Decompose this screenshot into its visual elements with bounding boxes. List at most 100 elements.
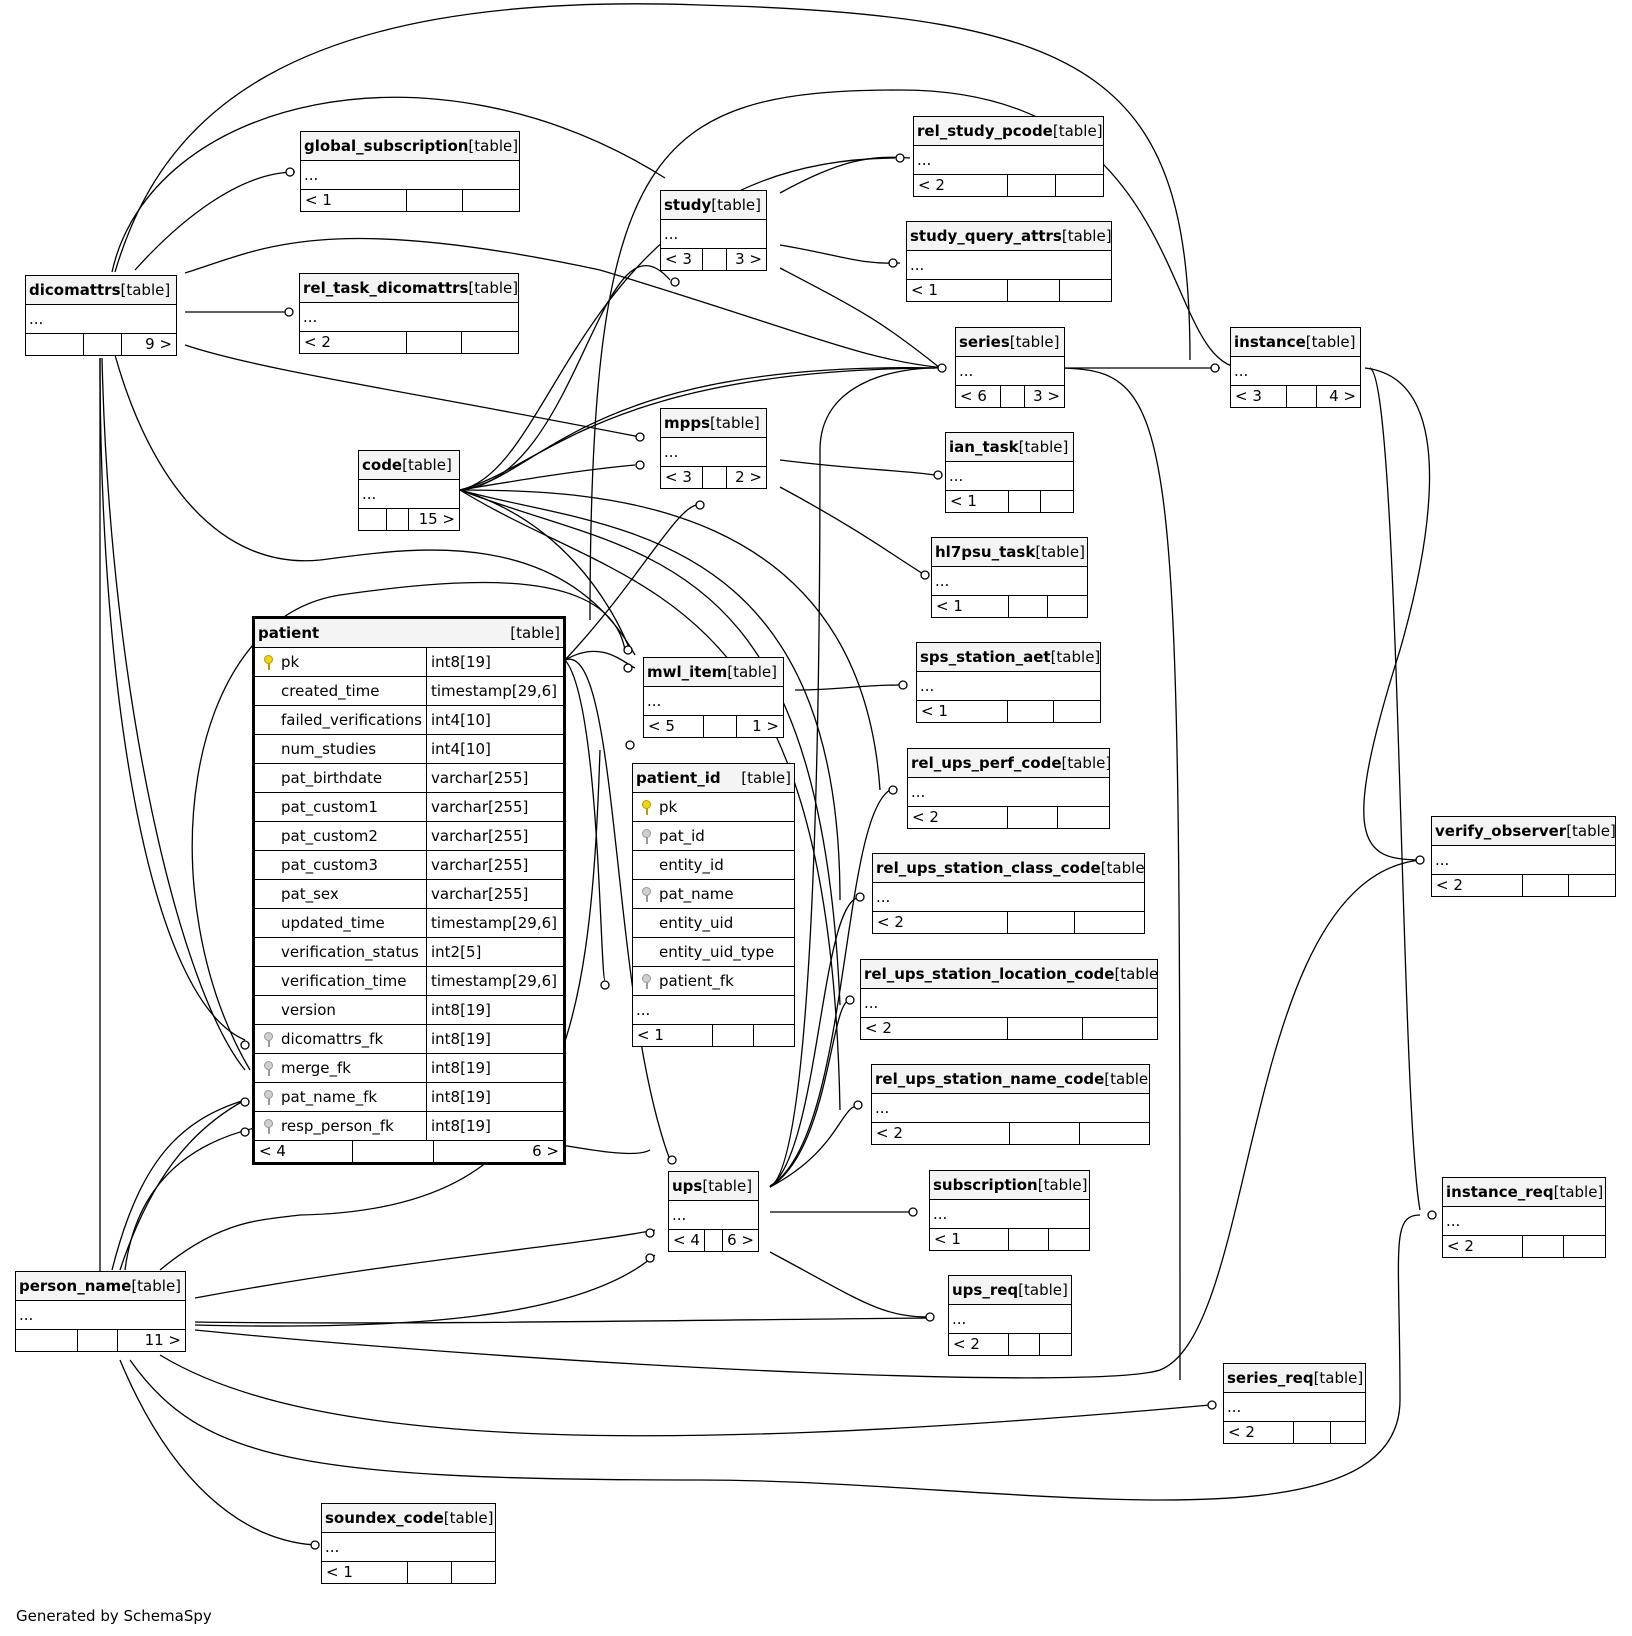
table-code[interactable]: code[table] ... 15 >	[358, 450, 460, 531]
table-header: rel_task_dicomattrs[table]	[300, 274, 518, 303]
column-name-text: verification_status	[281, 943, 419, 961]
table-name: patient_id	[636, 769, 721, 787]
table-header: rel_study_pcode[table]	[914, 117, 1103, 146]
column-name-text: pat_name_fk	[281, 1088, 378, 1106]
footer-mid	[1008, 175, 1056, 196]
footer-right	[1054, 701, 1100, 722]
column-type: varchar[255]	[431, 798, 529, 816]
table-tag: [table]	[468, 137, 519, 155]
table-footer: < 2	[1432, 875, 1615, 896]
table-rel-ups-station-name-code[interactable]: rel_ups_station_name_code[table] ... < 2	[871, 1064, 1150, 1145]
table-header: series[table]	[956, 328, 1064, 357]
table-rel-ups-perf-code[interactable]: rel_ups_perf_code[table] ... < 2	[907, 748, 1110, 829]
table-tag: [table]	[1050, 648, 1100, 666]
column-type: int8[19]	[431, 1088, 491, 1106]
foreign-key-icon	[642, 829, 651, 844]
table-ian-task[interactable]: ian_task[table] ... < 1	[945, 432, 1074, 513]
table-rel-ups-station-location-code[interactable]: rel_ups_station_location_code[table] ...…	[860, 959, 1158, 1040]
table-global-subscription[interactable]: global_subscription[table] ... < 1	[300, 131, 520, 212]
table-footer: < 2	[1224, 1422, 1365, 1443]
table-row: ...	[300, 303, 518, 332]
column-row: pat_name	[633, 880, 794, 909]
table-name: ian_task	[949, 438, 1019, 456]
table-instance-req[interactable]: instance_req[table] ... < 2	[1442, 1177, 1606, 1258]
table-rel-ups-station-class-code[interactable]: rel_ups_station_class_code[table] ... < …	[872, 853, 1145, 934]
table-study-query-attrs[interactable]: study_query_attrs[table] ... < 1	[906, 221, 1112, 302]
column-name-text: pat_name	[659, 885, 734, 903]
footer-right	[1080, 1123, 1149, 1144]
table-ups-req[interactable]: ups_req[table] ... < 2	[948, 1275, 1072, 1356]
table-row: ...	[661, 220, 766, 249]
footer-mid	[84, 334, 122, 355]
column-row: pat_name_fk int8[19]	[255, 1083, 563, 1112]
table-rel-task-dicomattrs[interactable]: rel_task_dicomattrs[table] ... < 2	[299, 273, 519, 354]
footer-left: < 2	[1224, 1422, 1294, 1443]
column-name: num_studies	[255, 735, 427, 763]
table-row: ...	[1231, 357, 1360, 386]
footer-right	[754, 1025, 794, 1046]
table-row: ...	[16, 1301, 185, 1330]
column-name: dicomattrs_fk	[255, 1025, 427, 1053]
column-type: int8[19]	[431, 653, 491, 671]
table-header: ian_task[table]	[946, 433, 1073, 462]
footer-right	[1569, 875, 1615, 896]
table-footer: 11 >	[16, 1330, 185, 1351]
table-dicomattrs[interactable]: dicomattrs[table] ... 9 >	[25, 275, 177, 356]
table-footer: < 2	[872, 1123, 1149, 1144]
table-tag: [table]	[1114, 965, 1157, 983]
footer-left: < 1	[946, 491, 1009, 512]
table-row: ...	[956, 357, 1064, 386]
table-series-req[interactable]: series_req[table] ... < 2	[1223, 1363, 1366, 1444]
footer-left: < 1	[633, 1025, 713, 1046]
footer-mid	[1008, 701, 1054, 722]
table-name: rel_ups_perf_code	[911, 754, 1062, 772]
table-soundex-code[interactable]: soundex_code[table] ... < 1	[321, 1503, 496, 1584]
table-name: patient	[258, 624, 320, 642]
table-person-name[interactable]: person_name[table] ... 11 >	[15, 1271, 186, 1352]
footer-mid	[703, 467, 727, 488]
table-tag: [table]	[1061, 754, 1110, 772]
column-name: merge_fk	[255, 1054, 427, 1082]
table-name: rel_ups_station_location_code	[864, 965, 1115, 983]
table-tag: [table]	[443, 1509, 494, 1527]
table-tag: [table]	[1018, 1281, 1068, 1299]
table-rel-study-pcode[interactable]: rel_study_pcode[table] ... < 2	[913, 116, 1104, 197]
column-name-text: dicomattrs_fk	[281, 1030, 384, 1048]
table-tag: [table]	[1035, 543, 1086, 561]
footer-left: < 2	[1443, 1236, 1523, 1257]
footer-right	[462, 332, 518, 353]
table-header: dicomattrs[table]	[26, 276, 176, 305]
table-tag: [table]	[1009, 333, 1060, 351]
table-name: verify_observer	[1435, 822, 1567, 840]
table-verify-observer[interactable]: verify_observer[table] ... < 2	[1431, 816, 1616, 897]
table-header: series_req[table]	[1224, 1364, 1365, 1393]
footer-mid	[1010, 1123, 1080, 1144]
footer-right: 11 >	[144, 1331, 181, 1349]
table-footer: 9 >	[26, 334, 176, 355]
footer-mid	[705, 1230, 723, 1251]
column-type: varchar[255]	[431, 885, 529, 903]
footer-left: < 1	[932, 596, 1009, 617]
column-type: int4[10]	[431, 740, 491, 758]
column-name-text: entity_uid_type	[659, 943, 775, 961]
table-header: rel_ups_station_class_code[table]	[873, 854, 1144, 883]
table-sps-station-aet[interactable]: sps_station_aet[table] ... < 1	[916, 642, 1101, 723]
footer-mid	[353, 1141, 434, 1162]
table-hl7psu-task[interactable]: hl7psu_task[table] ... < 1	[931, 537, 1088, 618]
table-subscription[interactable]: subscription[table] ... < 1	[929, 1170, 1090, 1251]
table-footer: < 2	[914, 175, 1103, 196]
table-header: global_subscription[table]	[301, 132, 519, 161]
column-type: timestamp[29,6]	[431, 914, 558, 932]
